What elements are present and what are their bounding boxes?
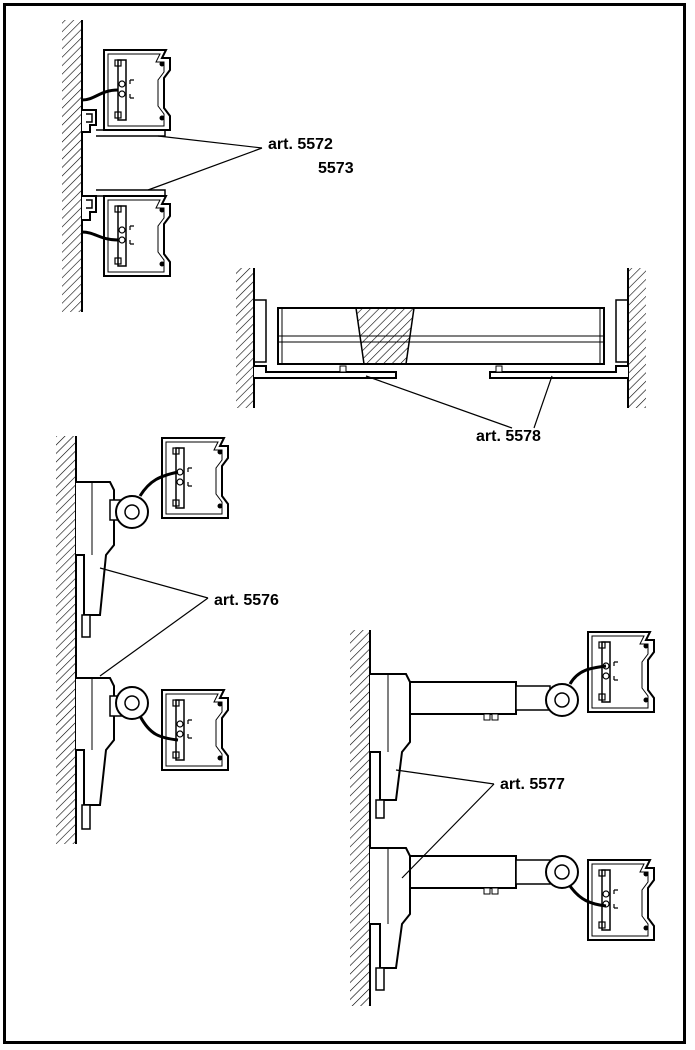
section-ceiling-brackets [236, 268, 646, 429]
wall-hatch [62, 20, 82, 312]
detector-head-lower [103, 195, 171, 277]
label-art-5576: art. 5576 [214, 592, 279, 609]
label-art-5573: 5573 [318, 160, 354, 177]
label-art-5577: art. 5577 [500, 776, 565, 793]
label-art-5572: art. 5572 [268, 136, 333, 153]
section-short-arm [56, 436, 229, 844]
detector-head-5576-upper [161, 437, 229, 519]
label-art-5578: art. 5578 [476, 428, 541, 445]
detector-head-5576-lower [161, 689, 229, 771]
detector-head-5577-upper [587, 631, 655, 713]
detector-head-5577-lower [587, 859, 655, 941]
diagram-frame [3, 3, 686, 1044]
section-wall-brackets [62, 20, 263, 312]
section-long-arm [350, 630, 655, 1006]
